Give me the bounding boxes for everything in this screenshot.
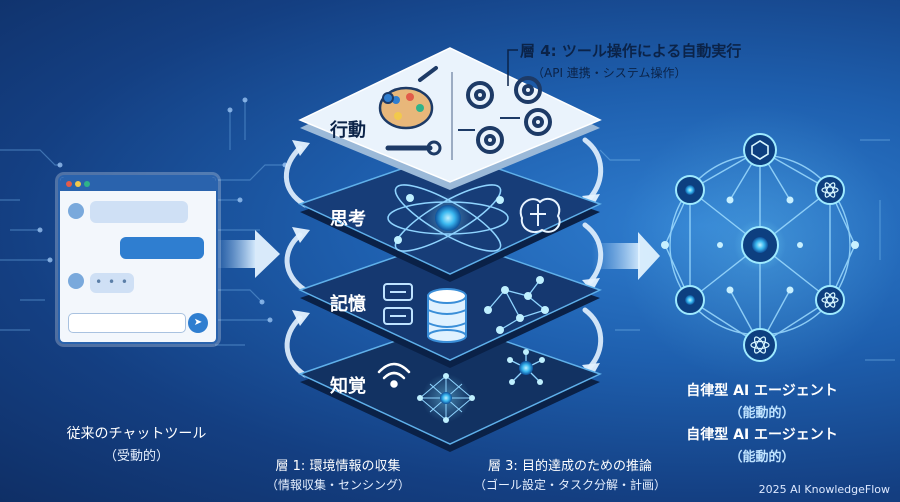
chat-window: • • • ➤ xyxy=(58,175,218,344)
wrench-icon xyxy=(382,92,442,156)
avatar-icon xyxy=(68,203,84,219)
layer3-subtitle: （ゴール設定・タスク分解・計画） xyxy=(473,478,666,492)
layer4-title: 層 4: ツール操作による自動実行 xyxy=(520,42,742,60)
layer-label-thinking: 思考 xyxy=(330,209,366,230)
chat-input[interactable] xyxy=(68,313,186,333)
layer1-caption: 層 1: 環境情報の収集 （情報収集・センシング） xyxy=(258,455,418,493)
caption-leader-line xyxy=(507,49,518,86)
window-dot-icon xyxy=(66,181,72,187)
chat-titlebar xyxy=(60,177,216,191)
chat-title: 従来のチャットツール xyxy=(66,426,207,442)
chat-subtitle: （受動的） xyxy=(103,449,169,464)
window-dot-icon xyxy=(75,181,81,187)
left-circuit-lines xyxy=(0,100,285,346)
send-button[interactable]: ➤ xyxy=(188,313,208,333)
chat-bubble-incoming xyxy=(90,201,188,223)
agent-caption-1: 自律型 AI エージェント （能動的） xyxy=(672,380,852,421)
agent-outer-nodes xyxy=(675,133,845,362)
network-icon xyxy=(417,373,475,423)
layer-label-memory: 記憶 xyxy=(330,294,366,315)
layer3-caption: 層 3: 目的達成のための推論 （ゴール設定・タスク分解・計画） xyxy=(470,455,670,493)
layer4-subtitle: （API 連携・システム操作） xyxy=(532,66,687,80)
send-icon: ➤ xyxy=(193,317,203,328)
agent-caption-2: 自律型 AI エージェント （能動的） xyxy=(672,424,852,465)
layer1-subtitle: （情報収集・センシング） xyxy=(265,478,410,492)
atom-icon xyxy=(387,184,509,252)
agent-title-2: 自律型 AI エージェント xyxy=(686,427,838,443)
gear-icon xyxy=(466,76,552,154)
agent-subtitle-1: （能動的） xyxy=(729,406,795,421)
chat-bubble-typing: • • • xyxy=(90,273,134,293)
layer-label-perception: 知覚 xyxy=(330,376,366,397)
cube-icon xyxy=(751,140,769,160)
layer4-caption: 層 4: ツール操作による自動実行 （API 連携・システム操作） xyxy=(507,40,742,86)
layer3-title: 層 3: 目的達成のための推論 xyxy=(488,459,652,474)
chat-bubble-outgoing xyxy=(120,237,204,259)
database-icon xyxy=(427,288,467,343)
window-dot-icon xyxy=(84,181,90,187)
cycle-arrows-right xyxy=(582,137,604,370)
chat-caption: 従来のチャットツール （受動的） xyxy=(34,423,239,464)
arrow-chat-to-stack xyxy=(215,230,280,278)
layer-action xyxy=(298,47,602,190)
brain-icon xyxy=(519,197,561,234)
wifi-icon xyxy=(377,362,411,388)
agent-subtitle-2: （能動的） xyxy=(729,450,795,465)
footer-credit: 2025 AI KnowledgeFlow xyxy=(758,483,890,496)
list-icon xyxy=(383,283,413,325)
layer-label-action: 行動 xyxy=(330,120,366,141)
sensor-node-icon xyxy=(507,349,545,385)
avatar-icon xyxy=(68,273,84,289)
agent-center-node xyxy=(734,219,786,271)
agent-title-1: 自律型 AI エージェント xyxy=(686,383,838,399)
layer1-title: 層 1: 環境情報の収集 xyxy=(275,459,401,474)
cycle-arrows-left xyxy=(283,145,308,378)
